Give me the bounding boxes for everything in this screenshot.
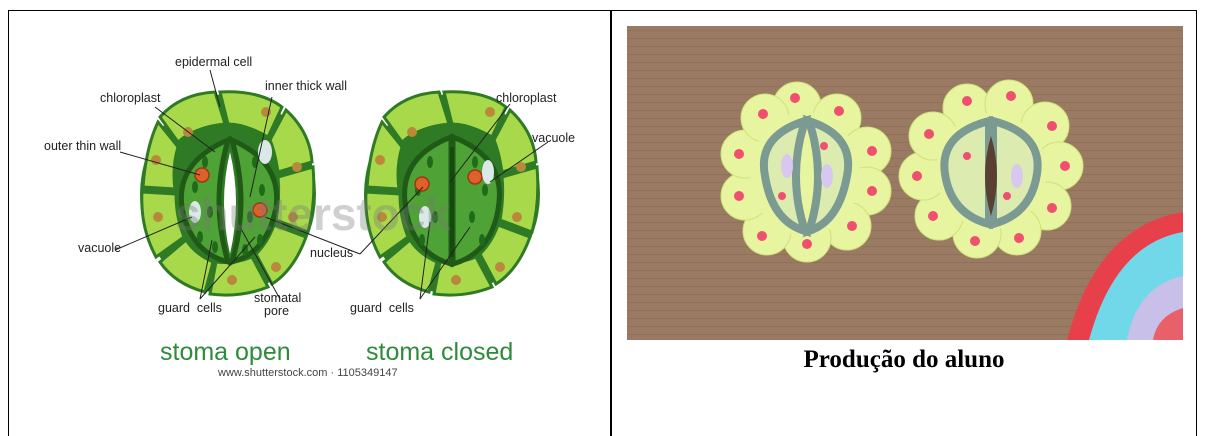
label-chloroplast-left: chloroplast	[100, 91, 161, 105]
label-stomatal-pore-line1: stomatal	[254, 291, 301, 305]
label-nucleus: nucleus	[310, 246, 353, 260]
source-footer: www.shutterstock.com · 1105349147	[217, 367, 398, 379]
label-inner-thick-wall: inner thick wall	[265, 79, 347, 93]
label-epidermal-cell: epidermal cell	[175, 55, 252, 69]
title-stoma-open: stoma open	[160, 338, 291, 366]
stomata-diagram-svg: epidermal cell chloroplast inner thick w…	[10, 12, 608, 382]
label-guard-cells-right: guard cells	[350, 301, 414, 315]
watermark: shutterstock	[175, 188, 451, 240]
label-guard-cells-left: guard cells	[158, 301, 222, 315]
label-outer-thin-wall: outer thin wall	[44, 139, 121, 153]
label-vacuole-left: vacuole	[78, 241, 121, 255]
label-chloroplast-right: chloroplast	[496, 91, 557, 105]
stomata-diagram: epidermal cell chloroplast inner thick w…	[10, 12, 608, 434]
student-model-cell: Produção do aluno	[613, 12, 1195, 434]
photo-caption: Produção do aluno	[613, 346, 1195, 374]
student-model-photo	[627, 26, 1205, 356]
table-divider	[610, 10, 612, 436]
label-stomatal-pore-line2: pore	[264, 304, 289, 318]
title-stoma-closed: stoma closed	[366, 338, 513, 366]
label-vacuole-right: vacuole	[532, 131, 575, 145]
label-stomatal-pore: stomatal pore	[254, 291, 305, 318]
